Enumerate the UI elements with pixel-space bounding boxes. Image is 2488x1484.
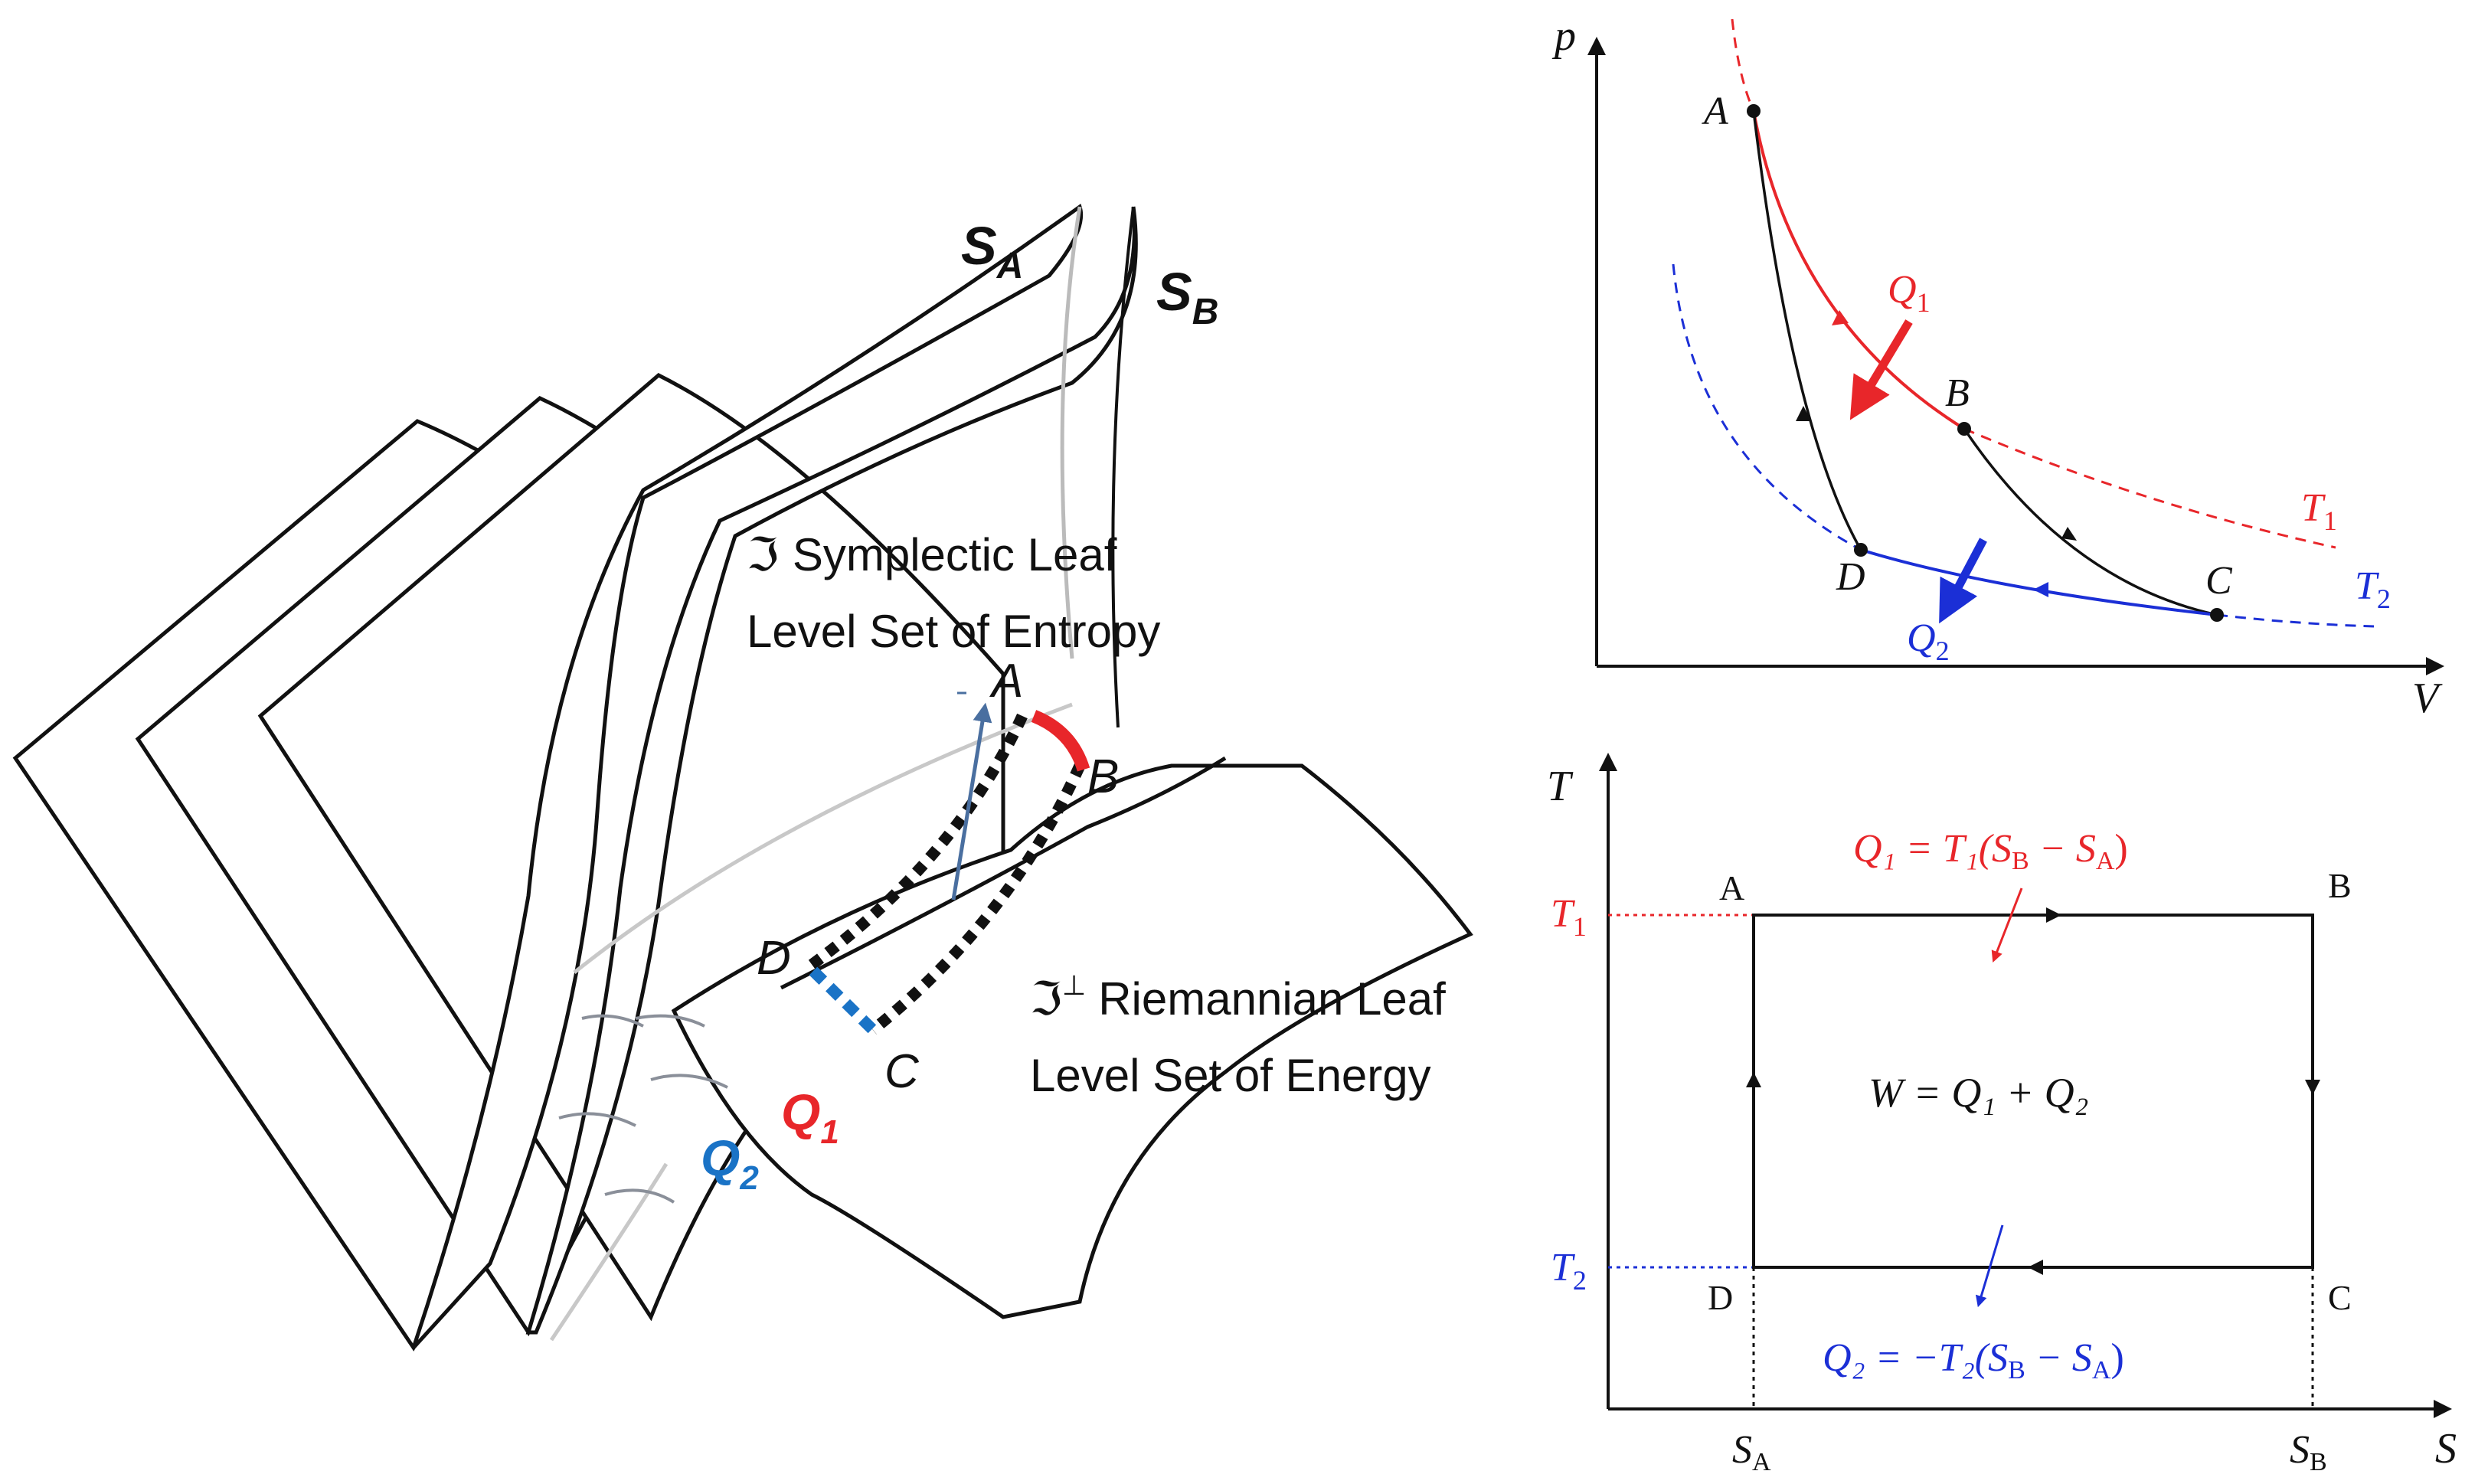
surface-sa <box>411 203 1084 1349</box>
pv-diagram: p V A B C D Q1 Q2 <box>1551 12 2444 722</box>
pv-arrow-da <box>1796 406 1811 421</box>
pv-q1-arrow <box>1849 319 1913 420</box>
surface-sb-edge <box>1111 206 1135 728</box>
cycle-path-a-to-d <box>808 713 1028 970</box>
pv-q1-label: Q1 <box>1888 268 1931 318</box>
intersection-curve-1 <box>573 702 1073 974</box>
surface-sa-label: SA <box>961 216 1023 286</box>
pv-isotherm-t1 <box>1731 18 1755 112</box>
ts-q1-equation: Q₁ = T₁(SB − SA) <box>1853 827 2128 875</box>
pv-q2-label: Q2 <box>1907 616 1950 666</box>
ts-t1-label: T1 <box>1551 892 1587 942</box>
pv-label-a: A <box>1702 90 1728 133</box>
pv-t2-label: T2 <box>2355 564 2391 614</box>
pv-isotherm-t2-tail <box>2216 613 2375 628</box>
energy-level-set-label: Level Set of Energy <box>1030 1050 1431 1101</box>
surface-sb <box>525 206 1138 1335</box>
pv-x-axis-label: V <box>2412 675 2443 722</box>
cycle-path-b-to-c <box>869 763 1085 1035</box>
leaf-q2-label: Q2 <box>701 1129 759 1197</box>
ts-sa-label: SA <box>1732 1428 1771 1476</box>
leaf-point-b: B <box>1087 750 1119 803</box>
pv-isotherm-t1-tail <box>1963 427 2336 549</box>
pv-label-c: C <box>2205 559 2233 603</box>
surface-sa-edge <box>1060 206 1082 659</box>
pv-segment-cd <box>1860 548 2218 616</box>
leaf-point-a: A <box>989 655 1023 708</box>
surface-sb-label: SB <box>1156 262 1218 332</box>
pv-segment-ab <box>1752 110 1966 430</box>
riemannian-leaf-sheet <box>671 763 1473 1319</box>
pv-label-b: B <box>1945 371 1970 415</box>
normal-vector-arrow <box>951 702 992 901</box>
pv-point-b <box>1957 422 1971 436</box>
hatch-lines <box>558 1014 728 1204</box>
ts-q2-arrow <box>1975 1224 2004 1308</box>
riemannian-leaf-label: ℑ⊥Riemannian Leaf <box>1030 969 1446 1025</box>
cycle-heat-out-arc <box>809 966 878 1035</box>
leaf-point-c: C <box>884 1045 920 1098</box>
pv-t1-label: T1 <box>2301 486 2337 536</box>
pv-point-c <box>2210 608 2224 622</box>
pv-point-a <box>1747 104 1761 118</box>
leaf-point-d: D <box>757 932 791 985</box>
ts-work-equation: W = Q₁ + Q₂ <box>1868 1070 2088 1116</box>
ts-y-axis-label: T <box>1547 763 1574 810</box>
ts-diagram: T S A B C D T1 T2 SA SB <box>1547 753 2457 1476</box>
ts-arrow-top <box>2046 907 2061 923</box>
ts-q1-arrow <box>1991 887 2023 963</box>
ts-corner-a: A <box>1719 868 1744 907</box>
ts-arrow-bottom <box>2028 1260 2043 1275</box>
ts-arrow-left <box>1746 1072 1761 1087</box>
intersection-curve-2 <box>549 1162 669 1342</box>
entropy-level-set-label: Level Set of Entropy <box>747 606 1160 657</box>
cycle-heat-in-arc <box>1031 710 1090 772</box>
pv-arrow-ab <box>1832 310 1849 325</box>
pv-segment-bc <box>1963 428 2218 616</box>
pv-y-axis-label: p <box>1551 12 1576 60</box>
riemannian-leaf-top-edge <box>780 756 1227 990</box>
pv-label-d: D <box>1836 555 1865 599</box>
ts-x-axis-label: S <box>2435 1425 2457 1473</box>
ts-sb-label: SB <box>2290 1428 2327 1476</box>
ts-corner-b: B <box>2328 866 2352 905</box>
ts-corner-d: D <box>1708 1278 1733 1317</box>
leaf-q1-label: Q1 <box>781 1084 839 1151</box>
ts-arrow-right <box>2305 1080 2320 1095</box>
pv-q2-arrow <box>1939 538 1987 624</box>
ts-t2-label: T2 <box>1551 1246 1587 1296</box>
pv-arrow-bc <box>2061 527 2077 541</box>
ts-q2-equation: Q₂ = −T₂(SB − SA) <box>1823 1336 2124 1384</box>
pv-segment-da <box>1752 110 1862 551</box>
ts-corner-c: C <box>2328 1278 2352 1317</box>
pv-arrow-cd <box>2033 582 2048 597</box>
pv-point-d <box>1854 543 1868 557</box>
